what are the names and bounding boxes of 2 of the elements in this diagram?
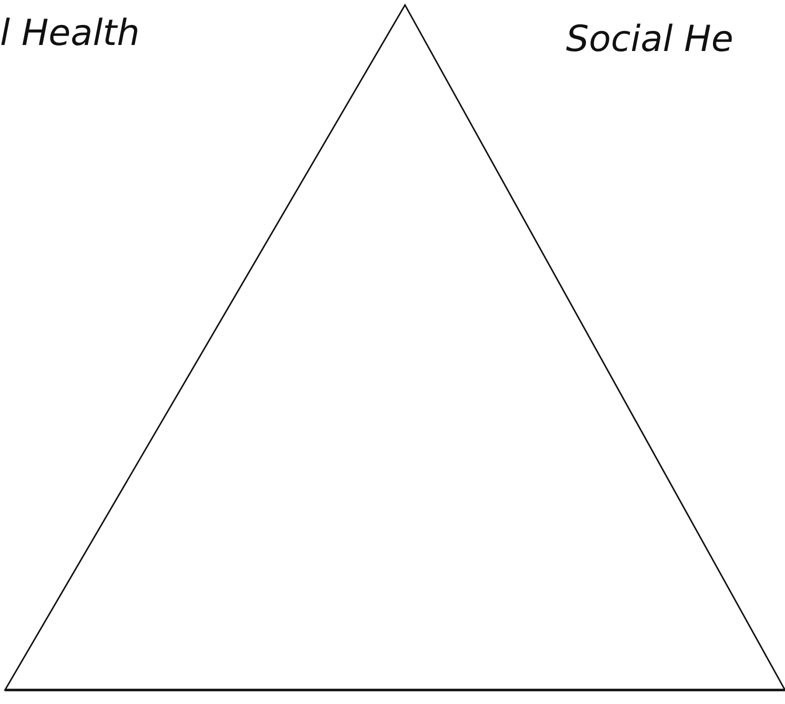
heading-label: Social He [566,18,734,62]
heading-label: l Health [0,12,140,56]
